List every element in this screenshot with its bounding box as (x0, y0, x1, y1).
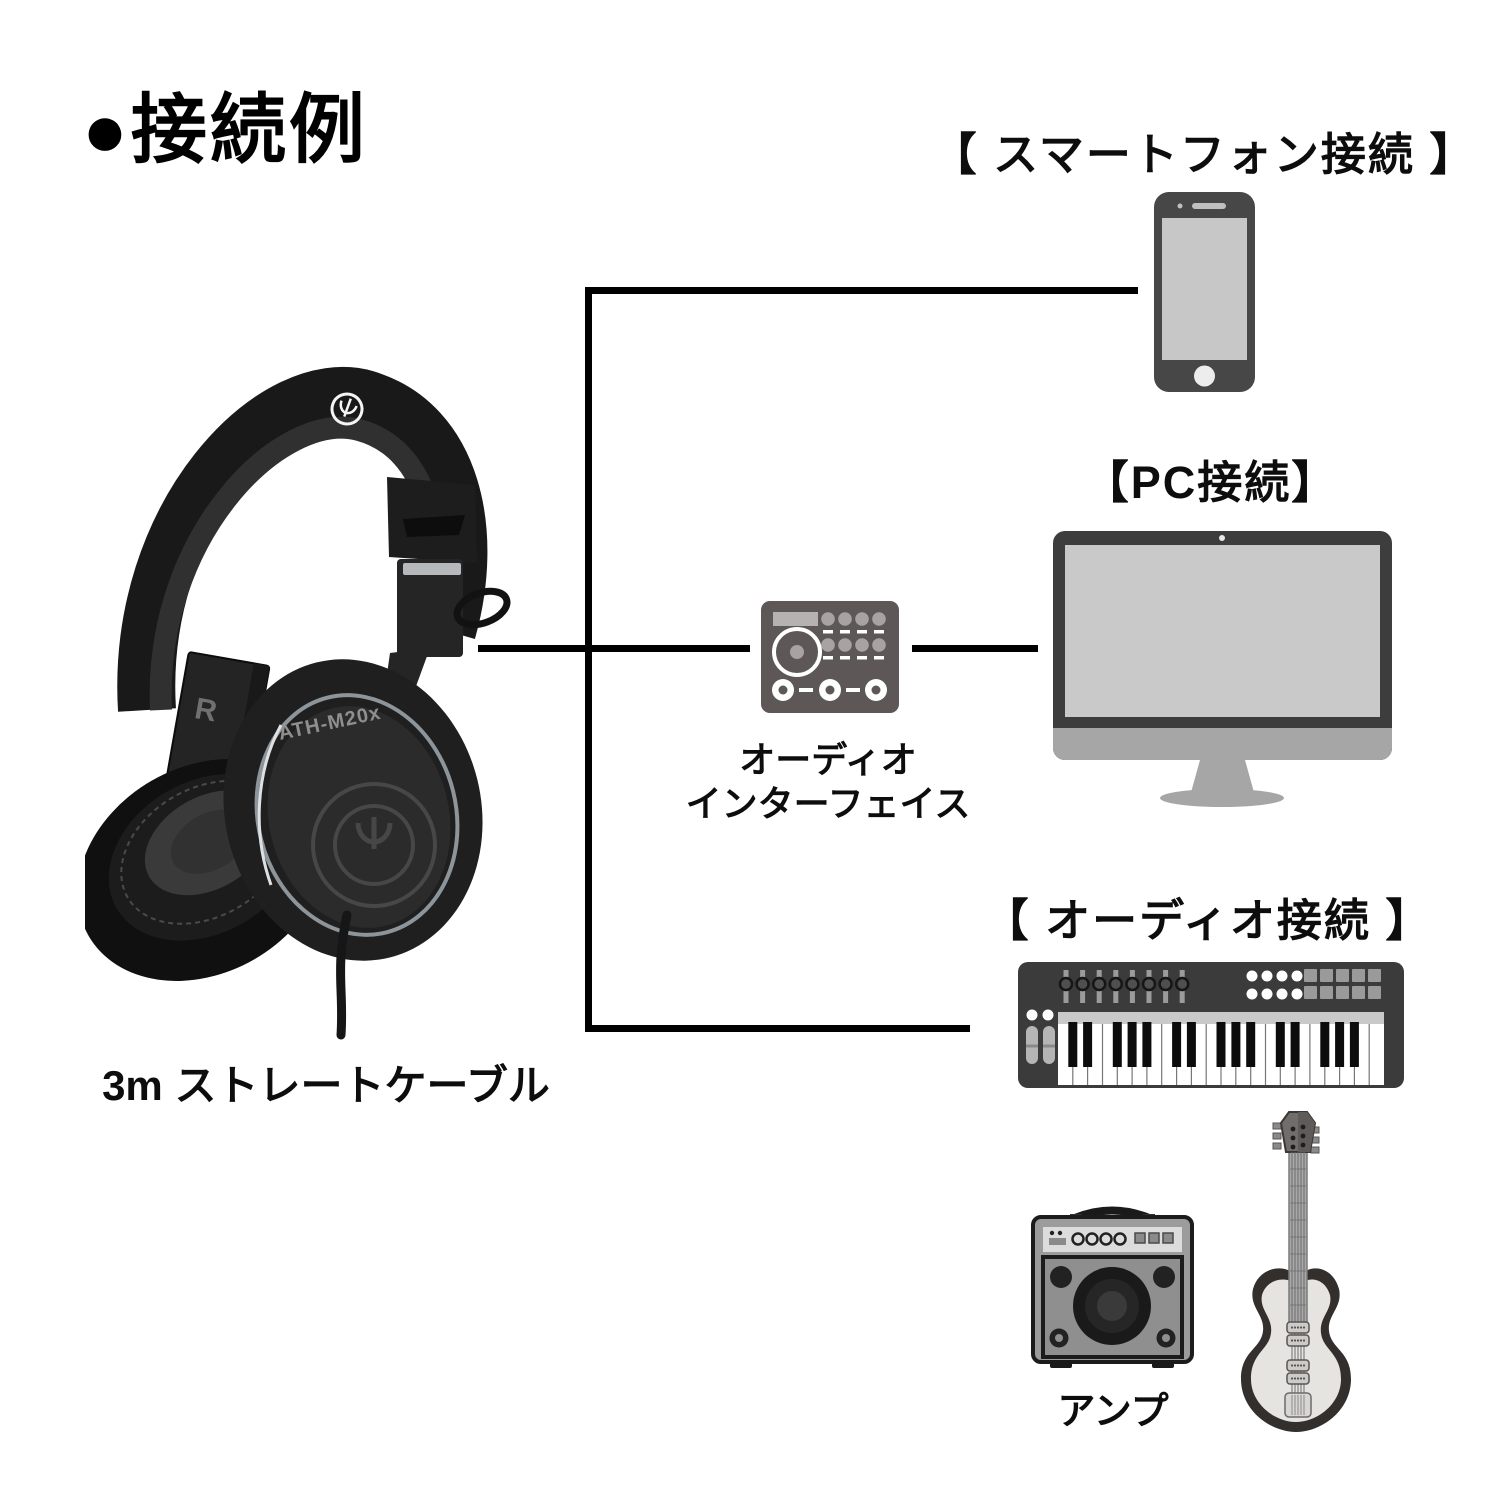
headphone-cable (336, 910, 352, 1040)
page-title: ●接続例 (82, 88, 368, 173)
keyboard-faders (1058, 970, 1190, 1003)
connector-line-top (585, 287, 1138, 294)
headphone-hinge (387, 477, 511, 657)
midi-keyboard-icon (1018, 962, 1404, 1088)
audio-interface-label-line2: インターフェイス (685, 783, 971, 824)
audio-interface-icon (761, 601, 899, 713)
audio-interface-label: オーディオ インターフェイス (686, 738, 971, 826)
guitar-amp-icon (1031, 1206, 1194, 1368)
smartphone-icon (1154, 192, 1255, 392)
audio-interface-label-line1: オーディオ (739, 739, 917, 780)
amp-label: アンプ (1057, 1391, 1169, 1433)
hanger-loop (453, 587, 511, 629)
audio-technica-logo (330, 392, 364, 426)
keyboard-pads (1304, 969, 1381, 999)
connector-line-headphone-to-interface (478, 645, 750, 652)
connector-line-vertical (585, 287, 592, 1032)
electric-guitar-icon (1241, 1111, 1351, 1432)
connector-line-bottom (585, 1025, 970, 1032)
guitar-headstock (1272, 1111, 1320, 1154)
smartphone-section-label: 【 スマートフォン接続 】 (931, 129, 1477, 180)
keyboard-buttons (1246, 970, 1303, 1000)
cable-label: 3m ストレートケーブル (102, 1062, 550, 1109)
headphones-photo: R (85, 366, 511, 1040)
headphone-right-earcup: ATH-M20x (223, 648, 483, 961)
pc-section-label: 【PC接続】 (1083, 457, 1339, 508)
keyboard-wheels (1026, 1009, 1055, 1064)
keyboard-keys (1058, 1012, 1384, 1085)
desktop-computer-icon (1053, 531, 1392, 807)
audio-section-label: 【 オーディオ接続 】 (983, 895, 1433, 946)
connector-line-interface-to-pc (912, 645, 1038, 652)
